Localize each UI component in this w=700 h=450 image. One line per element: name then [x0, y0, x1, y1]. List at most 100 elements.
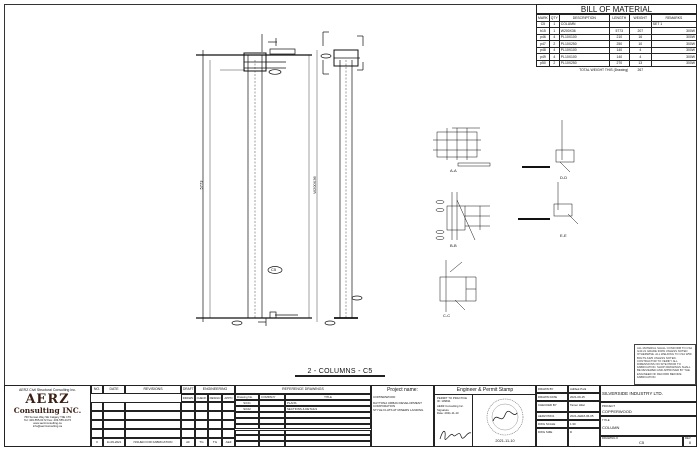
- ref-cell: [259, 417, 285, 424]
- rev-blank-cell: [125, 411, 181, 420]
- rev-blank-cell: [195, 420, 208, 429]
- rev-header-engineering: ENGINEERING: [195, 385, 235, 394]
- ref-cell: [285, 423, 371, 430]
- ref-cell: [259, 405, 285, 412]
- info-label: DWG SIZE: [536, 428, 568, 447]
- rev-blank-cell: [222, 420, 235, 429]
- info-label: DRAWN DATE: [536, 393, 568, 401]
- rev-blank-cell: [91, 429, 103, 438]
- info-value: D: [568, 428, 600, 447]
- drawing-title: COLUMN: [602, 425, 620, 430]
- rev-blank-cell: [208, 402, 222, 411]
- rev-blank-cell: [103, 420, 125, 429]
- rev-blank-cell: [222, 411, 235, 420]
- section-label-b: B-B: [450, 243, 457, 248]
- project-panel: Project name: COPPERWOOD DAYTONA URBAN D…: [371, 385, 434, 447]
- rev-blank-cell: [222, 429, 235, 438]
- rev-header-drawn: DRAWN: [181, 394, 195, 402]
- company-name: AERZ Civil Structural Consulting Inc.: [19, 388, 76, 392]
- section-label-d: D-D: [560, 175, 568, 180]
- bom-total-row: TOTAL WEIGHT THIS (Drawing) 267: [537, 67, 697, 74]
- project-caption: PROJECT: [602, 404, 616, 408]
- rev-blank-cell: [208, 411, 222, 420]
- rev-description: ISSUED FOR FABRICATION: [125, 438, 181, 447]
- company-panel: AERZ Civil Structural Consulting Inc. AE…: [4, 385, 91, 447]
- detail-section-c: [439, 260, 477, 312]
- stamp-panel: Engineer & Permit Stamp PERMIT TO PRACTI…: [434, 385, 536, 447]
- rev-appd: AEZ: [222, 438, 235, 447]
- info-value: 2021-09-15: [568, 393, 600, 401]
- ref-cell: [235, 429, 259, 436]
- detail-section-b: [435, 192, 490, 241]
- rev-blank-cell: [103, 411, 125, 420]
- column-elevation-side: [316, 31, 364, 326]
- ref-cell: [285, 429, 371, 436]
- logo-aerz: AERZ: [25, 392, 70, 407]
- rev-header-check: CHECK: [195, 394, 208, 402]
- bom-total-value: 267: [637, 68, 644, 72]
- info-value: Tamer Hilal: [568, 401, 600, 412]
- bom-title: BILL OF MATERIAL: [536, 4, 697, 14]
- company-address-line: www.aerzconsulting.ca: [33, 421, 62, 426]
- ref-cell: [259, 435, 285, 442]
- rev-header-draft: DRAFT: [181, 385, 195, 394]
- stamp-date: 2021-11-10: [495, 439, 515, 443]
- ref-cell: [285, 441, 371, 448]
- rev-header-design: DESIGN: [208, 394, 222, 402]
- project-name: COPPERWOOD: [602, 409, 632, 414]
- rev-blank-cell: [91, 420, 103, 429]
- bom-total-label: TOTAL WEIGHT THIS (Drawing): [579, 68, 629, 72]
- rev-blank-cell: [103, 402, 125, 411]
- info-value: 2021-AERZ-06-05: [568, 412, 600, 420]
- section-label-a: A-A: [450, 168, 457, 173]
- project-label: Project name:: [387, 387, 418, 393]
- permit-line: Date: 2021-11-10: [437, 410, 459, 415]
- ref-header: REFERENCE DRAWINGS: [235, 385, 371, 394]
- company-address-line: Tel: 403-555-0172 Fax: 403-555-0173: [24, 418, 71, 423]
- rev-blank-cell: [103, 429, 125, 438]
- permit-box: PERMIT TO PRACTICE ID: 109811 AERZ Consu…: [435, 395, 473, 446]
- detail-section-a: [433, 127, 491, 167]
- ref-cell: [235, 435, 259, 442]
- ref-cell: [235, 411, 259, 418]
- rev-blank-cell: [222, 402, 235, 411]
- column-tag: C5: [271, 267, 277, 272]
- rev-check: TG: [195, 438, 208, 447]
- bom-total-blank: [651, 67, 696, 74]
- title-caption: TITLE: [602, 418, 610, 422]
- client-name: SILVERSIDE INDUSTRY LTD.: [600, 385, 697, 402]
- project-line-2: DAYTONA URBAN DEVELOPMENT CORPORATION: [373, 400, 422, 409]
- column-elevation-main: [196, 34, 312, 326]
- company-address-line: info@aerzconsulting.ca: [32, 424, 63, 429]
- rev-blank-cell: [125, 429, 181, 438]
- ref-col-company: COMPANY: [259, 394, 285, 400]
- logo-consulting: Consulting INC.: [13, 406, 82, 415]
- rev-no: 0: [91, 438, 103, 447]
- info-label: DWG SCALE: [536, 420, 568, 428]
- rev-header-date: DATE: [103, 385, 125, 394]
- general-notes: ALL MATERIAL SHALL CONFORM TO CSA G40.21…: [634, 344, 696, 385]
- section-label-e: E-E: [560, 233, 567, 238]
- ref-cell: [285, 435, 371, 442]
- ref-cell: [259, 441, 285, 448]
- rev-blank-cell: [208, 429, 222, 438]
- ref-cell: [285, 411, 371, 418]
- bom-cell: 300W: [650, 59, 698, 67]
- project-name-box: PROJECT COPPERWOOD: [600, 402, 697, 416]
- ref-cell: [259, 423, 285, 430]
- sheet-title: 2 - COLUMNS - C5: [295, 368, 385, 377]
- permit-line: ID: 109811: [437, 399, 451, 404]
- engineer-seal: [486, 398, 524, 436]
- company-address-line: 760 Sunset Way SE Calgary T0E 1T0: [24, 415, 71, 419]
- ref-cell: [259, 400, 285, 406]
- rev-date: 11-09-2021: [103, 438, 125, 447]
- ref-cell: S3.01: [235, 400, 259, 406]
- title-box: TITLE COLUMN: [600, 416, 697, 436]
- drawing-number: C5: [638, 440, 645, 445]
- info-label: DRAWN BY: [536, 385, 568, 393]
- rev-blank-cell: [208, 420, 222, 429]
- rev-blank-cell: [181, 420, 195, 429]
- rev-blank-cell: [91, 402, 103, 411]
- ref-col-drawing-no: Drawing No.: [235, 394, 259, 400]
